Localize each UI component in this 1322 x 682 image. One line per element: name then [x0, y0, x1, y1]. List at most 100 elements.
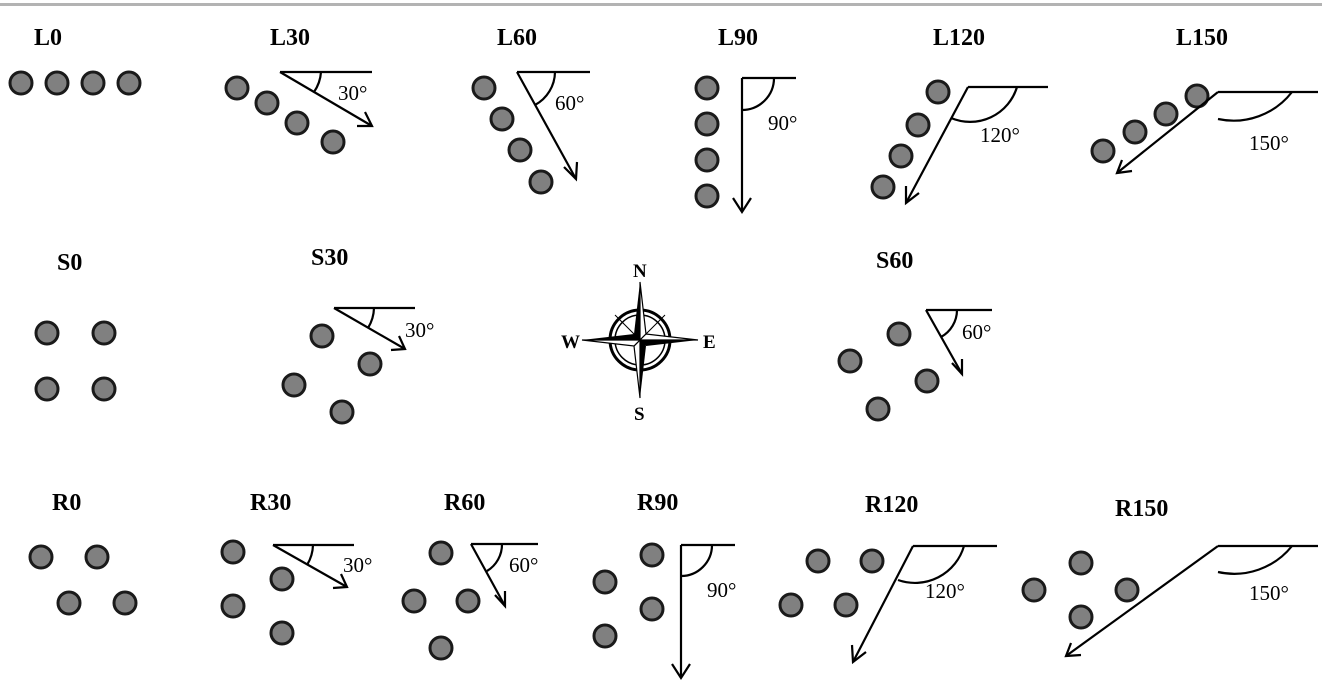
marker-dot [8, 70, 34, 96]
arrow-head [850, 644, 867, 665]
formation-label: R150 [1115, 496, 1168, 522]
formation-s30: S30 30° [281, 245, 434, 425]
marker-dot [507, 137, 533, 163]
angle-label: 30° [338, 81, 367, 105]
top-rule [0, 3, 1322, 6]
formation-l90: L90 90° [694, 25, 797, 215]
marker-dot [1184, 83, 1210, 109]
marker-dot [34, 376, 60, 402]
marker-dot [1021, 577, 1047, 603]
marker-dot [357, 351, 383, 377]
compass-rose-icon: N S E W [561, 261, 716, 425]
formation-l150: L150 150° [1090, 25, 1318, 175]
direction-arrow [470, 543, 506, 607]
marker-dot [34, 320, 60, 346]
marker-dot [269, 566, 295, 592]
arrow-head [732, 197, 752, 215]
marker-dot [284, 110, 310, 136]
marker-dot [639, 542, 665, 568]
angle-arc [1217, 545, 1293, 575]
marker-dot [859, 548, 885, 574]
angle-label: 150° [1249, 131, 1289, 155]
angle-arc [940, 309, 959, 338]
direction-arrow [852, 545, 914, 663]
marker-dot [1068, 604, 1094, 630]
marker-dot [592, 623, 618, 649]
marker-dot [116, 70, 142, 96]
marker-dot [28, 544, 54, 570]
marker-dot [837, 348, 863, 374]
marker-dot [528, 169, 554, 195]
arrow-head [494, 591, 507, 609]
compass-point-e-dark [640, 340, 698, 346]
arrow-head [563, 161, 579, 182]
angle-arc [680, 544, 714, 578]
marker-dot [694, 111, 720, 137]
marker-dot [833, 592, 859, 618]
formation-label: L120 [933, 25, 985, 51]
angle-arc [486, 543, 504, 572]
formation-r30: R30 30° [220, 490, 372, 646]
direction-arrow [516, 71, 577, 180]
marker-dot [455, 588, 481, 614]
arrow-head [1115, 159, 1133, 175]
angle-label: 120° [925, 579, 965, 603]
marker-dot [489, 106, 515, 132]
angle-label: 90° [768, 111, 797, 135]
marker-dot [91, 320, 117, 346]
marker-dot [269, 620, 295, 646]
angle-arc [741, 77, 776, 112]
marker-dot [1153, 101, 1179, 127]
marker-dot [80, 70, 106, 96]
angle-arc [897, 545, 966, 585]
marker-dot [914, 368, 940, 394]
marker-dot [1090, 138, 1116, 164]
formation-label: R90 [637, 490, 678, 516]
marker-dot [592, 569, 618, 595]
formation-r0: R0 [28, 490, 138, 616]
formation-label: R0 [52, 490, 81, 516]
arrow-head [357, 111, 374, 128]
marker-dot [220, 539, 246, 565]
marker-dot [865, 396, 891, 422]
angle-label: 90° [707, 578, 736, 602]
formation-r120: R120 120° [778, 492, 997, 665]
angle-label: 60° [962, 320, 991, 344]
compass-point-n-dark [634, 282, 640, 340]
formation-label: R60 [444, 490, 485, 516]
marker-dot [1114, 577, 1140, 603]
angle-arc [1217, 91, 1293, 122]
formation-label: S30 [311, 245, 348, 271]
formation-label: S60 [876, 248, 913, 274]
direction-arrow [905, 86, 969, 204]
marker-dot [44, 70, 70, 96]
arrow-head [1064, 642, 1082, 658]
angle-arc [313, 71, 323, 93]
angle-arc [950, 86, 1019, 123]
formation-r60: R60 60° [401, 490, 538, 661]
marker-dot [309, 323, 335, 349]
marker-dot [428, 635, 454, 661]
formation-label: R120 [865, 492, 918, 518]
formation-label: L90 [718, 25, 758, 51]
marker-dot [254, 90, 280, 116]
marker-dot [112, 590, 138, 616]
marker-dot [639, 596, 665, 622]
angle-label: 60° [555, 91, 584, 115]
formation-label: L60 [497, 25, 537, 51]
formation-r150: R150 150° [1021, 496, 1318, 658]
arrow-head [332, 573, 349, 590]
arrow-head [390, 335, 407, 352]
marker-dot [778, 592, 804, 618]
arrow-head [671, 663, 691, 681]
marker-dot [320, 129, 346, 155]
formation-label: L150 [1176, 25, 1228, 51]
formation-label: L30 [270, 25, 310, 51]
formation-l30: L30 30° [224, 25, 374, 155]
formation-label: S0 [57, 250, 82, 276]
formation-l60: L60 60° [471, 25, 590, 195]
formation-s60: S60 60° [837, 248, 992, 422]
formation-l0: L0 [8, 25, 142, 96]
compass-label-w: W [561, 332, 580, 353]
direction-arrow [333, 307, 406, 350]
